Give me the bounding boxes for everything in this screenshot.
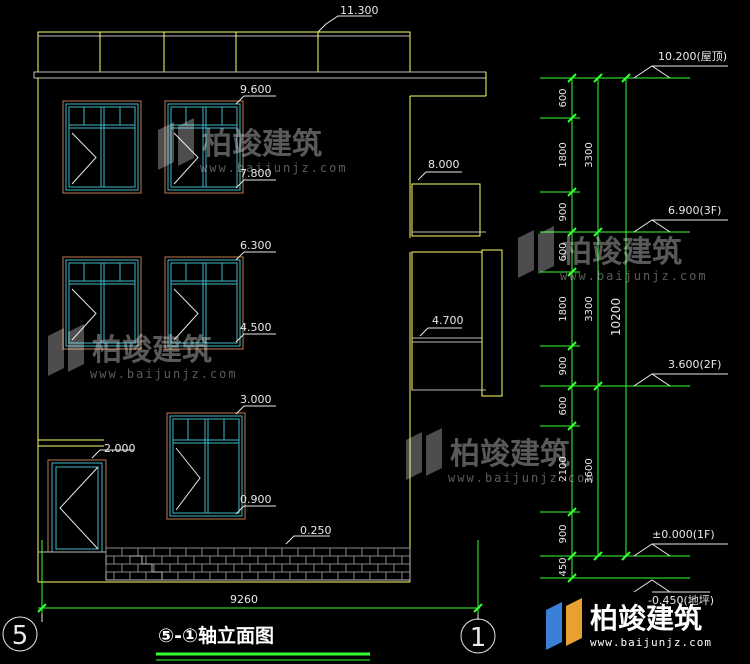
logo-icon: [518, 226, 554, 278]
level-tag-win2-bottom-label: 4.500: [240, 321, 272, 334]
watermark-url: www.baijunjz.com: [200, 161, 348, 175]
logo-icon: [158, 118, 194, 170]
window-2f-left: [62, 256, 142, 350]
dim-label-inner: 900: [558, 524, 569, 543]
level-marker-balcony2: 4.700: [419, 314, 464, 337]
level-label-below: -0.450(地坪): [648, 594, 714, 607]
axis-label-right: 1: [470, 623, 487, 653]
level-label-third: 6.900(3F): [668, 204, 721, 217]
dim-label-inner: 900: [558, 356, 569, 375]
level-marker-third: 6.900(3F): [540, 204, 728, 233]
entry-door: [47, 459, 107, 553]
watermark-name: 柏竣建筑: [450, 437, 570, 472]
entry-steps: [38, 551, 163, 580]
level-tag-win1-top-label: 3.000: [240, 393, 272, 406]
brand-logo: 柏竣建筑 www.baijunjz.com: [546, 598, 712, 650]
watermark-4: 柏竣建筑 www.baijunjz.com: [406, 428, 596, 485]
watermark-name: 柏竣建筑: [562, 235, 682, 270]
axis-bubble-right: 1: [460, 614, 496, 654]
level-marker-ground: 0.250: [285, 524, 332, 545]
watermark-url: www.baijunjz.com: [448, 471, 596, 485]
level-tag-win2-bottom: 4.500: [235, 321, 276, 343]
level-label-second: 3.600(2F): [668, 358, 721, 371]
window-3f-left: [62, 100, 142, 194]
brand-logo-name: 柏竣建筑: [590, 602, 702, 635]
windows-group: 9.600 7.800 6.300 4.500 3.000 0.900: [62, 83, 276, 520]
level-marker-parapet: 11.300: [317, 4, 379, 33]
dim-label-inner: 450: [558, 557, 569, 576]
level-tag-win3-top-label: 9.600: [240, 83, 272, 96]
watermark-name: 柏竣建筑: [92, 333, 212, 368]
dim-label-floor: 3600: [584, 458, 595, 483]
drawing-title: ⑤-①轴立面图: [156, 624, 370, 661]
level-marker-second: 3.600(2F): [540, 358, 728, 387]
level-marker-roof: 10.200(屋顶): [540, 50, 728, 79]
level-marker-below: -0.450(地坪): [540, 577, 714, 607]
watermark-2: 柏竣建筑 www.baijunjz.com: [518, 226, 708, 283]
window-3f-right: [164, 100, 244, 194]
window-2f-right: [164, 256, 244, 350]
dim-label-inner: 600: [558, 88, 569, 107]
elev-label-balcony2: 4.700: [432, 314, 464, 327]
dim-label-total: 10200: [609, 298, 623, 336]
elev-label-parapet: 11.300: [340, 4, 379, 17]
watermark-name: 柏竣建筑: [202, 127, 322, 162]
overall-dimension: 9260: [37, 540, 483, 614]
level-label-roof: 10.200(屋顶): [658, 50, 727, 63]
level-tag-win1-top: 3.000: [235, 393, 276, 415]
overall-width-label: 9260: [230, 593, 258, 606]
vertical-dimensions: 600 1800 900 600 1800 900 600 2100 900 450 3300 330…: [540, 73, 631, 583]
watermark-url: www.baijunjz.com: [560, 269, 708, 283]
watermark-3: 柏竣建筑 www.baijunjz.com: [48, 324, 238, 381]
level-tag-win3-bottom-label: 7.800: [240, 167, 272, 180]
level-marker-door: 2.000: [91, 442, 136, 459]
elev-label-ground: 0.250: [300, 524, 332, 537]
axis-bubble-left: 5: [2, 614, 43, 652]
logo-icon: [406, 428, 442, 480]
logo-icon: [546, 602, 562, 650]
dim-label-inner: 600: [558, 396, 569, 415]
drawing-title-text: ⑤-①轴立面图: [158, 624, 274, 647]
parapet-railing: [33, 31, 487, 97]
balcony-projections: [411, 183, 503, 397]
dim-label-inner: 600: [558, 242, 569, 261]
dim-label-inner: 1800: [558, 142, 569, 167]
level-tag-win2-top-label: 6.300: [240, 239, 272, 252]
axis-label-left: 5: [12, 621, 29, 651]
logo-icon: [48, 324, 84, 376]
level-marker-balcony3: 8.000: [417, 158, 462, 181]
window-1f: [166, 412, 246, 520]
level-tag-win3-top: 9.600: [235, 83, 276, 105]
dim-label-floor: 3300: [584, 296, 595, 321]
watermark-url: www.baijunjz.com: [90, 367, 238, 381]
dim-label-inner: 900: [558, 202, 569, 221]
level-marker-first: ±0.000(1F): [540, 528, 728, 557]
level-tag-win1-bottom-label: 0.900: [240, 493, 272, 506]
elev-label-balcony3: 8.000: [428, 158, 460, 171]
brand-logo-url: www.baijunjz.com: [590, 636, 712, 649]
dim-label-inner: 1800: [558, 296, 569, 321]
dim-label-inner: 2100: [558, 456, 569, 481]
level-tag-win1-bottom: 0.900: [235, 493, 276, 515]
level-label-first: ±0.000(1F): [652, 528, 715, 541]
watermark-1: 柏竣建筑 www.baijunjz.com: [158, 118, 348, 175]
level-tag-win2-top: 6.300: [235, 239, 276, 261]
dim-label-floor: 3300: [584, 142, 595, 167]
level-tag-win3-bottom: 7.800: [235, 167, 276, 189]
elev-label-door: 2.000: [104, 442, 136, 455]
